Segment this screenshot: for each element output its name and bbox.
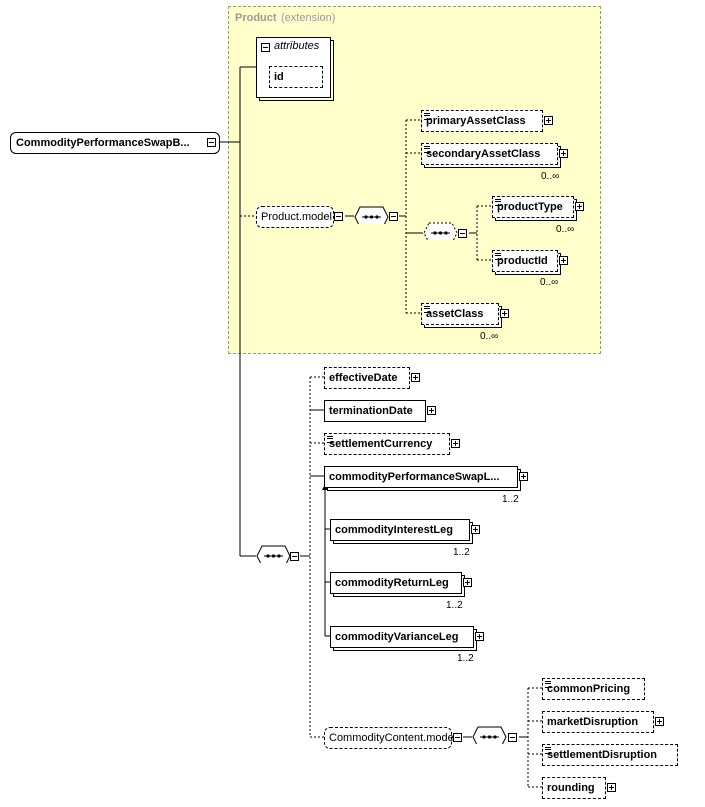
effective-date-label: effectiveDate xyxy=(329,372,398,384)
documentation-icon xyxy=(545,747,551,754)
commodity-interest-leg-label: commodityInterestLeg xyxy=(335,524,453,536)
root-element[interactable]: CommodityPerformanceSwapB... xyxy=(10,132,220,154)
main-sequence-compositor-icon[interactable] xyxy=(256,545,300,563)
documentation-icon xyxy=(424,146,430,153)
product-id-label: productId xyxy=(497,255,548,267)
common-pricing-label: commonPricing xyxy=(547,683,631,695)
asset-class[interactable]: assetClass xyxy=(421,303,499,325)
primary-asset-class[interactable]: primaryAssetClass xyxy=(421,110,543,132)
commodity-performance-swap-leg[interactable]: commodityPerformanceSwapL... xyxy=(324,466,518,488)
settlement-currency[interactable]: settlementCurrency xyxy=(324,433,450,455)
product-type-cardinality: 0..∞ xyxy=(556,224,575,235)
product-id-expand[interactable] xyxy=(559,256,568,265)
settlement-disruption[interactable]: settlementDisruption xyxy=(542,744,678,766)
root-element-label: CommodityPerformanceSwapB... xyxy=(16,137,190,149)
effective-date[interactable]: effectiveDate xyxy=(324,367,410,389)
content-sequence-compositor-icon[interactable] xyxy=(472,726,516,744)
commodity-return-leg-expand[interactable] xyxy=(463,578,472,587)
primary-asset-class-expand[interactable] xyxy=(544,116,553,125)
commodity-content-model-collapse-toggle[interactable] xyxy=(453,733,462,742)
inner-sequence-collapse-toggle[interactable] xyxy=(458,229,467,238)
documentation-icon xyxy=(327,436,333,443)
content-sequence-collapse-toggle[interactable] xyxy=(508,733,517,742)
product-model-collapse-toggle[interactable] xyxy=(334,212,343,221)
documentation-icon xyxy=(424,306,430,313)
product-group-subtitle: (extension) xyxy=(281,12,336,24)
product-group-title: Product xyxy=(235,12,277,24)
root-collapse-toggle[interactable] xyxy=(207,138,216,147)
product-model-group[interactable]: Product.model xyxy=(256,206,334,228)
termination-date-expand[interactable] xyxy=(427,406,436,415)
attribute-id-label: id xyxy=(274,71,284,83)
settlement-currency-label: settlementCurrency xyxy=(329,438,433,450)
settlement-disruption-label: settlementDisruption xyxy=(547,749,658,761)
termination-date-label: terminationDate xyxy=(329,405,413,417)
secondary-asset-class-cardinality: 0..∞ xyxy=(541,171,560,182)
asset-class-expand[interactable] xyxy=(500,309,509,318)
attributes-collapse-toggle[interactable] xyxy=(261,43,270,52)
commodity-interest-leg[interactable]: commodityInterestLeg xyxy=(330,519,470,541)
attributes-box: attributes id xyxy=(256,37,331,98)
inner-sequence-compositor-icon[interactable] xyxy=(423,222,467,240)
product-type-expand[interactable] xyxy=(575,202,584,211)
commodity-variance-leg-cardinality: 1..2 xyxy=(457,653,474,664)
documentation-icon xyxy=(424,113,430,120)
attributes-label: attributes xyxy=(274,40,320,52)
market-disruption-label: marketDisruption xyxy=(547,716,639,728)
sequence-collapse-toggle[interactable] xyxy=(389,212,398,221)
termination-date[interactable]: terminationDate xyxy=(324,400,426,422)
commodity-variance-leg-label: commodityVarianceLeg xyxy=(335,631,459,643)
commodity-performance-swap-leg-cardinality: 1..2 xyxy=(502,494,519,505)
sequence-compositor-icon[interactable] xyxy=(354,206,398,224)
market-disruption-expand[interactable] xyxy=(655,717,664,726)
product-id-cardinality: 0..∞ xyxy=(540,277,559,288)
rounding[interactable]: rounding xyxy=(542,777,606,799)
main-sequence-collapse-toggle[interactable] xyxy=(290,552,299,561)
documentation-icon xyxy=(495,253,501,260)
documentation-icon xyxy=(545,681,551,688)
commodity-variance-leg-expand[interactable] xyxy=(475,632,484,641)
rounding-expand[interactable] xyxy=(607,783,616,792)
secondary-asset-class-label: secondaryAssetClass xyxy=(426,148,541,160)
commodity-return-leg[interactable]: commodityReturnLeg xyxy=(330,572,462,594)
documentation-icon xyxy=(495,199,501,206)
asset-class-cardinality: 0..∞ xyxy=(480,331,499,342)
product-id[interactable]: productId xyxy=(492,250,558,272)
product-type[interactable]: productType xyxy=(492,196,574,218)
product-type-label: productType xyxy=(497,201,563,213)
secondary-asset-class-expand[interactable] xyxy=(559,149,568,158)
primary-asset-class-label: primaryAssetClass xyxy=(426,115,526,127)
commodity-interest-leg-expand[interactable] xyxy=(471,525,480,534)
commodity-return-leg-label: commodityReturnLeg xyxy=(335,577,449,589)
rounding-label: rounding xyxy=(547,782,595,794)
commodity-performance-swap-leg-expand[interactable] xyxy=(519,472,528,481)
commodity-interest-leg-cardinality: 1..2 xyxy=(453,547,470,558)
commodity-content-model-label: CommodityContent.model xyxy=(329,732,457,744)
secondary-asset-class[interactable]: secondaryAssetClass xyxy=(421,143,558,165)
product-model-label: Product.model xyxy=(261,211,332,223)
commodity-performance-swap-leg-label: commodityPerformanceSwapL... xyxy=(329,471,500,483)
commodity-content-model-group[interactable]: CommodityContent.model xyxy=(324,727,456,749)
settlement-currency-expand[interactable] xyxy=(451,439,460,448)
common-pricing[interactable]: commonPricing xyxy=(542,678,645,700)
attribute-id[interactable]: id xyxy=(269,66,323,88)
asset-class-label: assetClass xyxy=(426,308,484,320)
effective-date-expand[interactable] xyxy=(411,373,420,382)
commodity-variance-leg[interactable]: commodityVarianceLeg xyxy=(330,626,474,648)
market-disruption[interactable]: marketDisruption xyxy=(542,711,654,733)
commodity-return-leg-cardinality: 1..2 xyxy=(446,600,463,611)
